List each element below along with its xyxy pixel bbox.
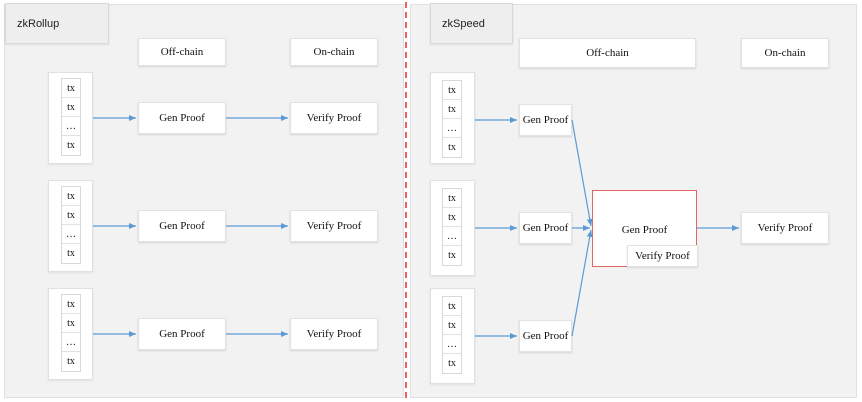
tx-item: tx bbox=[448, 250, 456, 261]
tx-batch: tx tx … tx bbox=[61, 78, 81, 156]
tx-ellipsis: … bbox=[62, 225, 80, 244]
aggregate-gen-proof-label: Gen Proof bbox=[621, 224, 668, 236]
tx-item: tx bbox=[448, 142, 456, 153]
tx-item: tx bbox=[62, 314, 80, 333]
tx-batch: tx tx … tx bbox=[61, 294, 81, 372]
tx-batch: tx tx … tx bbox=[442, 80, 462, 158]
tx-item: tx bbox=[62, 79, 80, 98]
tx-batch: tx tx … tx bbox=[442, 188, 462, 266]
tx-ellipsis: … bbox=[62, 333, 80, 352]
zkspeed-onchain-label: On-chain bbox=[741, 38, 829, 68]
zkrollup-title: zkRollup bbox=[5, 3, 109, 44]
gen-proof-box: Gen Proof bbox=[519, 320, 572, 352]
tx-item: tx bbox=[62, 295, 80, 314]
gen-proof-box: Gen Proof bbox=[138, 102, 226, 134]
verify-proof-box: Verify Proof bbox=[290, 318, 378, 350]
tx-item: tx bbox=[443, 208, 461, 227]
aggregate-verify-proof-label: Verify Proof bbox=[627, 245, 698, 267]
tx-item: tx bbox=[443, 100, 461, 119]
zkspeed-offchain-label: Off-chain bbox=[519, 38, 696, 68]
verify-proof-box: Verify Proof bbox=[290, 210, 378, 242]
tx-item: tx bbox=[443, 81, 461, 100]
arrow bbox=[571, 229, 593, 337]
zkrollup-onchain-label: On-chain bbox=[290, 38, 378, 66]
arrow bbox=[571, 119, 593, 227]
tx-batch: tx tx … tx bbox=[61, 186, 81, 264]
tx-item: tx bbox=[67, 140, 75, 151]
tx-item: tx bbox=[443, 297, 461, 316]
aggregate-proof-box: Gen Proof Verify Proof bbox=[592, 190, 698, 267]
verify-proof-box: Verify Proof bbox=[290, 102, 378, 134]
tx-item: tx bbox=[62, 98, 80, 117]
tx-ellipsis: … bbox=[443, 227, 461, 246]
tx-item: tx bbox=[443, 316, 461, 335]
tx-item: tx bbox=[67, 248, 75, 259]
tx-ellipsis: … bbox=[62, 117, 80, 136]
tx-ellipsis: … bbox=[443, 335, 461, 354]
gen-proof-box: Gen Proof bbox=[519, 212, 572, 244]
tx-item: tx bbox=[67, 356, 75, 367]
tx-ellipsis: … bbox=[443, 119, 461, 138]
tx-item: tx bbox=[62, 206, 80, 225]
zkrollup-offchain-label: Off-chain bbox=[138, 38, 226, 66]
gen-proof-box: Gen Proof bbox=[138, 210, 226, 242]
final-verify-proof-box: Verify Proof bbox=[741, 212, 829, 244]
tx-item: tx bbox=[448, 358, 456, 369]
gen-proof-box: Gen Proof bbox=[138, 318, 226, 350]
tx-item: tx bbox=[443, 189, 461, 208]
tx-batch: tx tx … tx bbox=[442, 296, 462, 374]
zkspeed-title: zkSpeed bbox=[430, 3, 513, 44]
tx-item: tx bbox=[62, 187, 80, 206]
gen-proof-box: Gen Proof bbox=[519, 104, 572, 136]
